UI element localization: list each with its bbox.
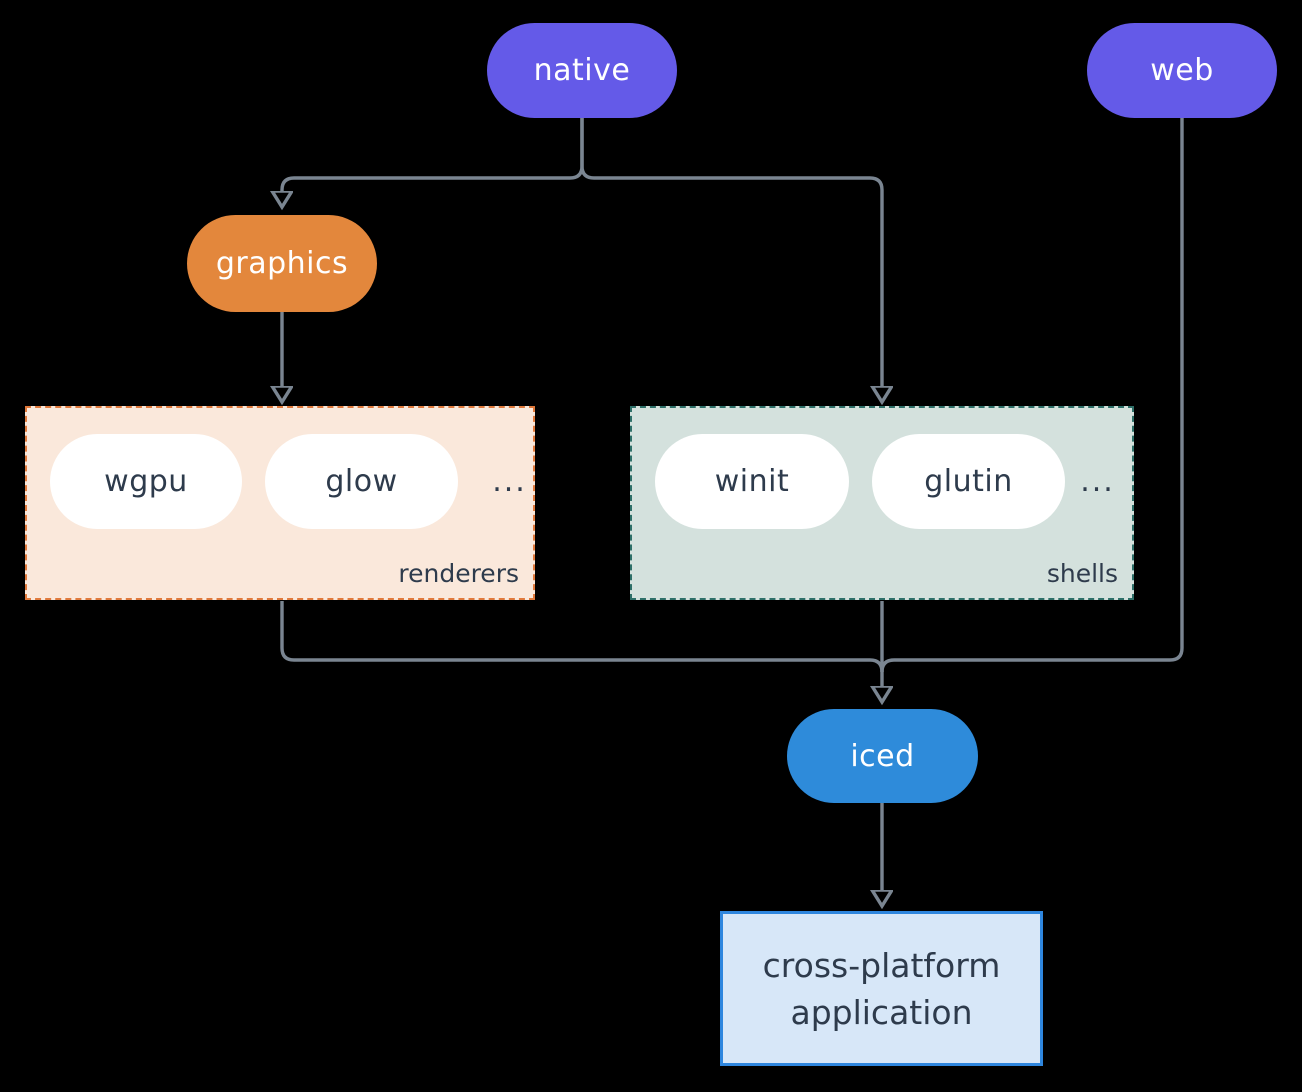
- renderers-ellipsis: ...: [492, 464, 527, 499]
- edge-native-to-shells: [580, 118, 882, 386]
- node-glutin-label: glutin: [924, 464, 1013, 499]
- node-wgpu: wgpu: [50, 434, 242, 529]
- group-renderers-label: renderers: [398, 559, 519, 588]
- shells-ellipsis: ...: [1080, 464, 1115, 499]
- node-cross-platform-application: cross-platform application: [720, 911, 1043, 1066]
- group-shells-label: shells: [1046, 559, 1118, 588]
- node-graphics: graphics: [187, 215, 377, 312]
- node-winit: winit: [655, 434, 849, 529]
- node-iced-label: iced: [850, 738, 915, 774]
- node-native-label: native: [533, 53, 631, 88]
- node-native: native: [487, 23, 677, 118]
- node-application-label: cross-platform application: [762, 945, 1001, 1032]
- node-glow-label: glow: [325, 464, 398, 499]
- node-iced: iced: [787, 709, 978, 803]
- group-renderers-items: wgpu glow ...: [27, 408, 533, 598]
- node-winit-label: winit: [714, 464, 790, 499]
- node-glow: glow: [265, 434, 458, 529]
- group-renderers: wgpu glow ... renderers: [25, 406, 535, 600]
- edge-renderers-to-iced: [280, 601, 884, 673]
- node-glutin: glutin: [872, 434, 1065, 529]
- group-shells: winit glutin ... shells: [630, 406, 1134, 600]
- node-graphics-label: graphics: [215, 246, 349, 281]
- node-wgpu-label: wgpu: [104, 464, 188, 499]
- node-web-label: web: [1150, 53, 1214, 88]
- edge-native-to-graphics: [282, 118, 584, 191]
- group-shells-items: winit glutin ...: [632, 408, 1132, 598]
- node-web: web: [1087, 23, 1277, 118]
